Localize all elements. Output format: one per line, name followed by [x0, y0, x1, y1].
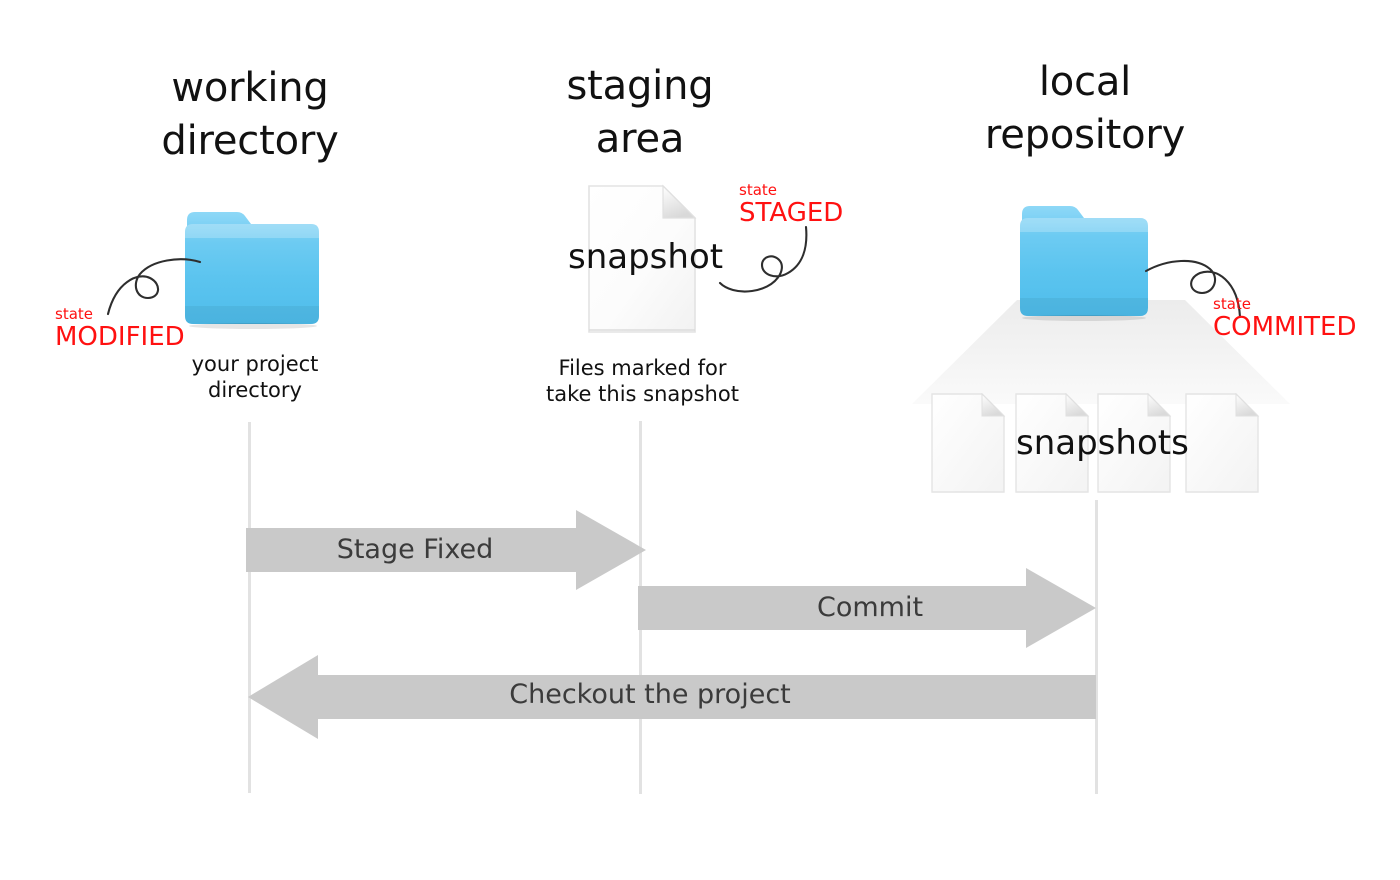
snapshots-label: snapshots: [1016, 423, 1189, 463]
lifeline-local-repository: [1095, 500, 1098, 794]
arrow-label-commit: Commit: [816, 592, 924, 623]
folder-icon-working-directory: [183, 206, 323, 330]
column-title-staging-area: staging area: [510, 60, 770, 166]
caption-line2: directory: [208, 378, 302, 402]
caption-files-marked: Files marked for take this snapshot: [520, 355, 765, 407]
document-icon-snapshot-1: [930, 392, 1006, 494]
state-badge-commited: state COMMITED: [1213, 296, 1356, 342]
leader-line-modified: [88, 254, 206, 320]
document-icon-snapshot-2: [1014, 392, 1090, 494]
column-title-line1: staging: [566, 63, 714, 109]
caption-your-project-directory: your project directory: [150, 351, 360, 403]
state-label-value: STAGED: [739, 198, 844, 228]
column-title-line1: local: [1038, 59, 1132, 105]
caption-line1: your project: [191, 352, 319, 376]
state-badge-staged: state STAGED: [739, 182, 843, 228]
column-title-local-repository: local repository: [950, 56, 1220, 162]
document-icon-snapshot-3: [1096, 392, 1172, 494]
column-title-line1: working: [171, 65, 329, 111]
arrow-label-checkout-the-project: Checkout the project: [509, 679, 791, 710]
column-title-line2: repository: [984, 112, 1186, 158]
column-title-working-directory: working directory: [110, 62, 390, 168]
caption-line2: take this snapshot: [546, 382, 739, 406]
arrow-checkout-the-project: [248, 655, 1096, 739]
arrow-label-stage-fixed: Stage Fixed: [336, 534, 494, 565]
column-title-line2: directory: [161, 118, 339, 164]
leader-line-commited: [1142, 255, 1252, 325]
lifeline-working-directory: [248, 422, 251, 793]
state-label-value: MODIFIED: [55, 322, 185, 352]
leader-line-staged: [718, 225, 818, 299]
arrow-commit: [638, 568, 1096, 648]
repository-fan-cone: [905, 300, 1295, 414]
state-label-value: COMMITED: [1213, 312, 1357, 342]
state-label-small: state: [1213, 295, 1251, 313]
document-icon-snapshot: [587, 184, 697, 334]
state-badge-modified: state MODIFIED: [55, 306, 185, 352]
snapshot-label: snapshot: [568, 237, 724, 277]
arrow-stage-fixed: [246, 510, 646, 590]
caption-line1: Files marked for: [558, 356, 727, 380]
state-label-small: state: [739, 181, 777, 199]
state-label-small: state: [55, 305, 93, 323]
column-title-line2: area: [595, 116, 685, 162]
folder-icon-local-repository: [1018, 200, 1152, 322]
document-icon-snapshot-4: [1184, 392, 1260, 494]
